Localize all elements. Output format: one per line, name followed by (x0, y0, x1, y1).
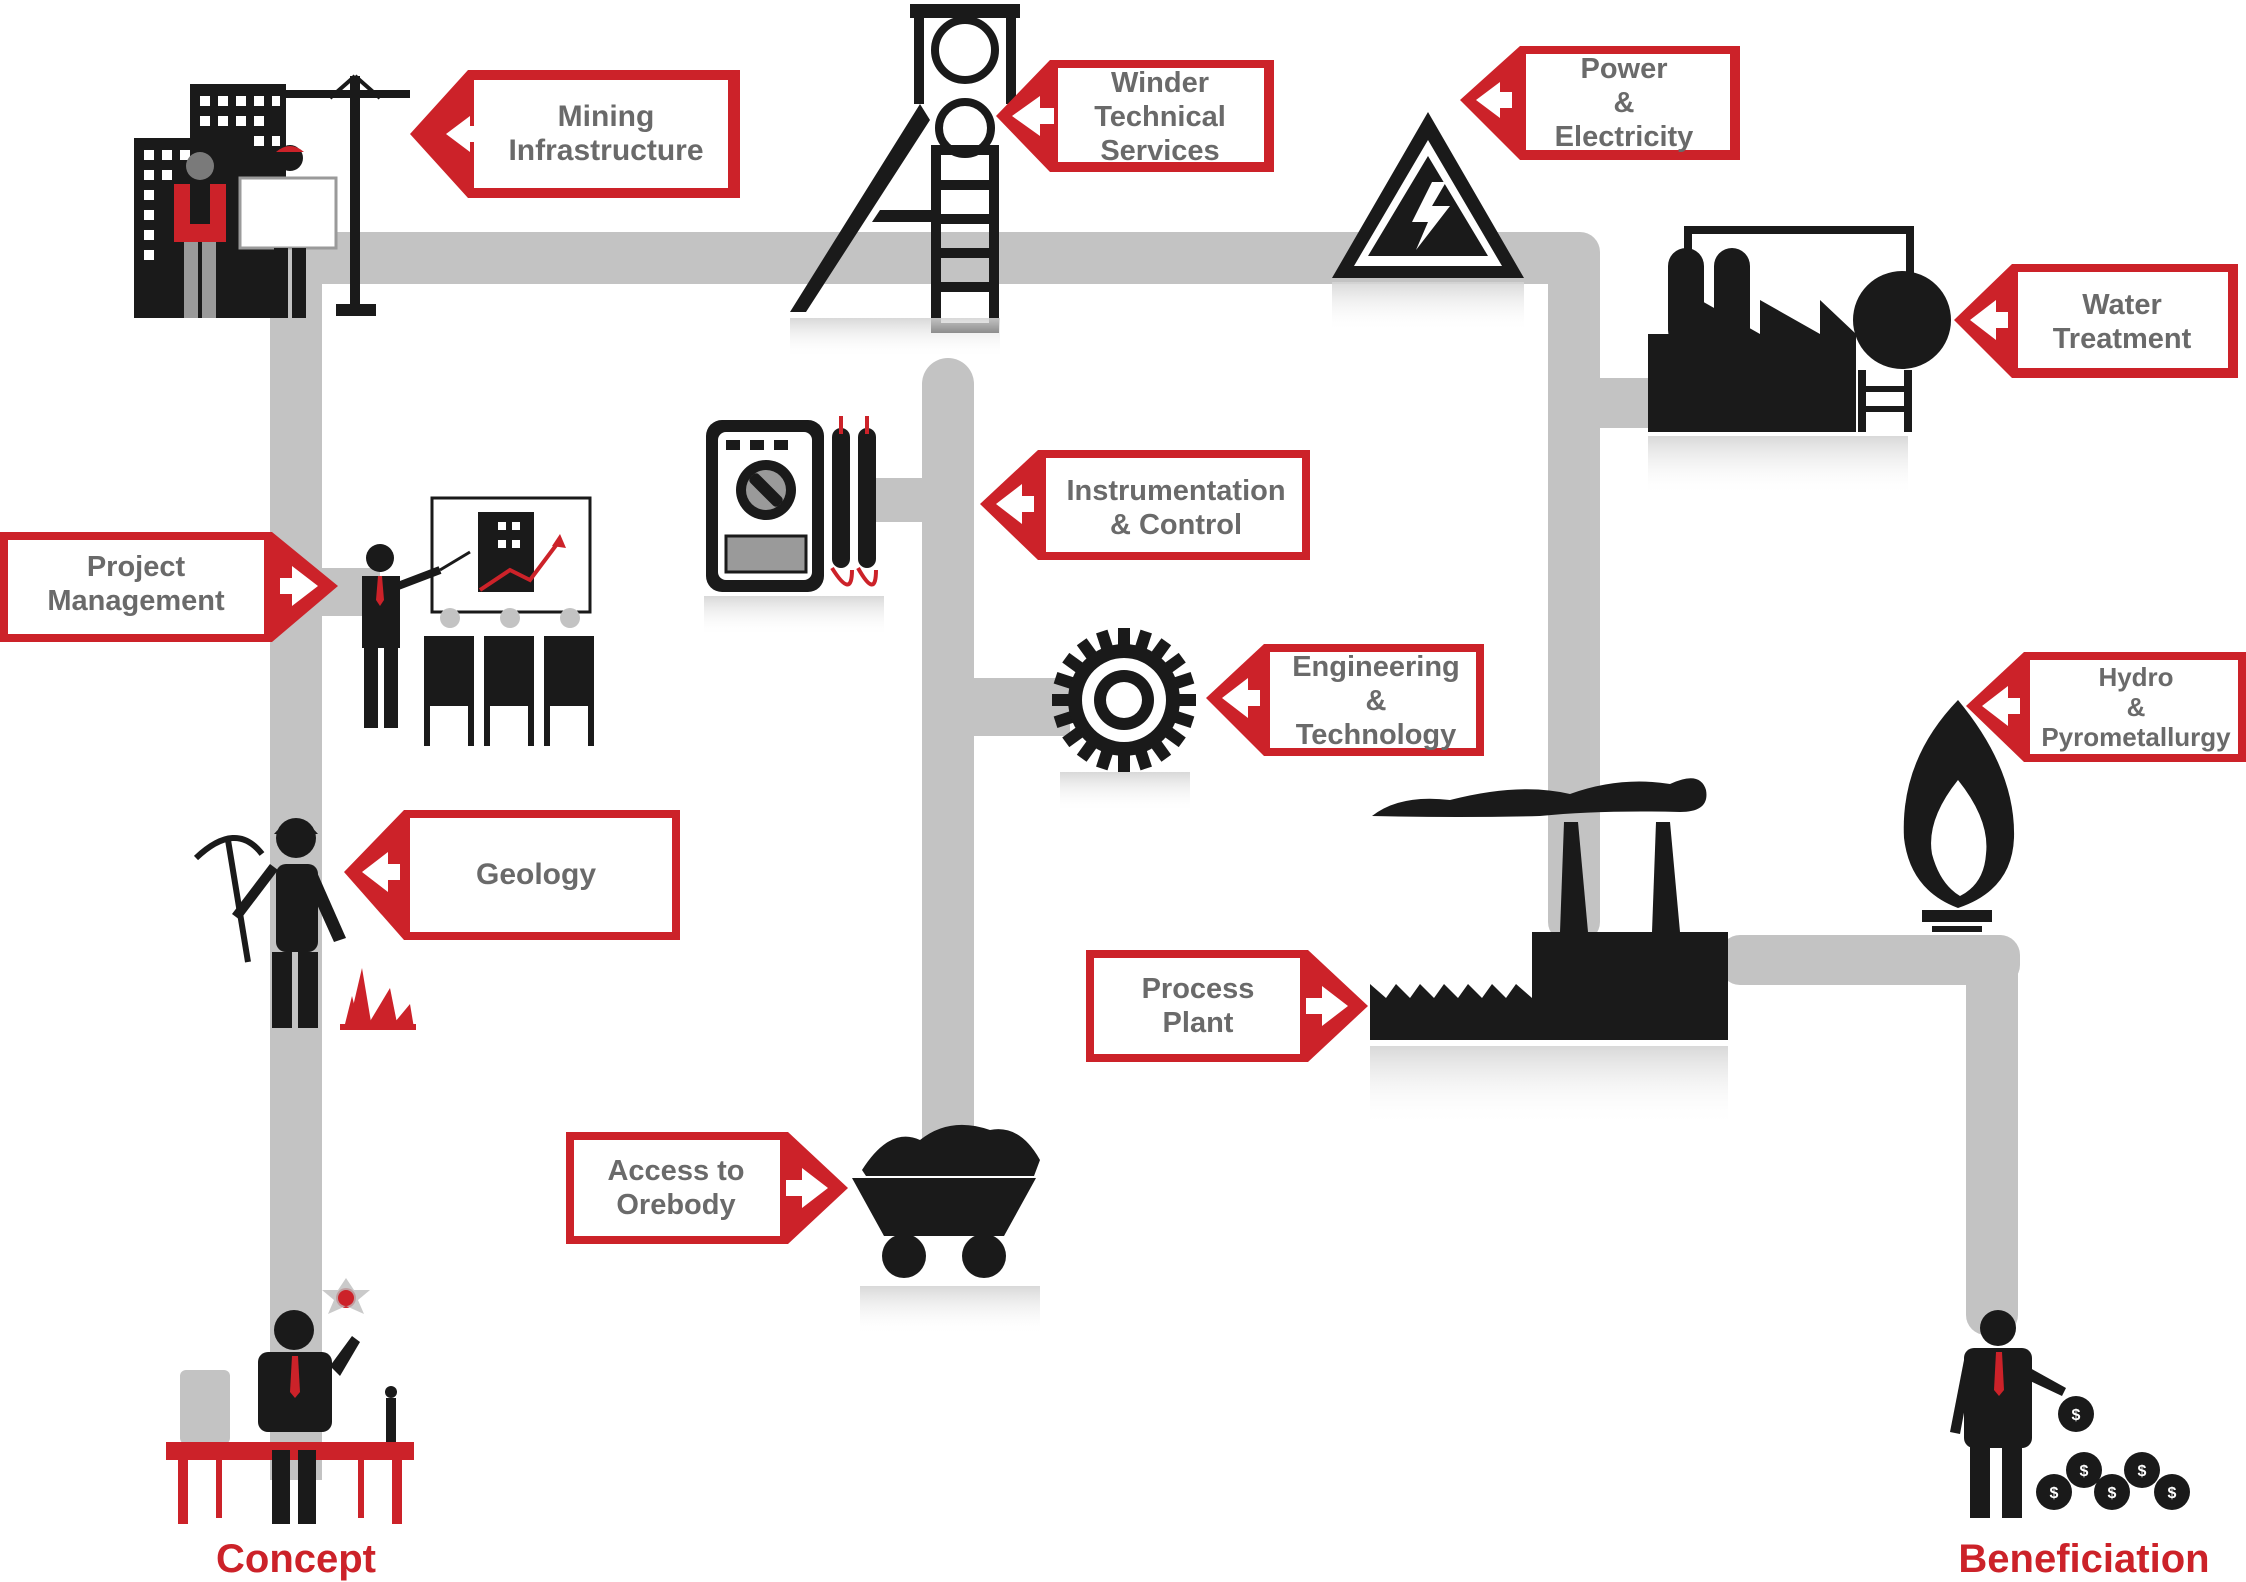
label-mining-infrastructure: Mining Infrastructure (410, 70, 740, 198)
svg-text:$: $ (2080, 1463, 2089, 1480)
svg-text:$: $ (2072, 1407, 2081, 1424)
label-text: & (1614, 87, 1635, 119)
headframe-winder-icon (790, 4, 1020, 333)
presenter-icon (362, 496, 594, 746)
label-text: Power (1580, 53, 1667, 85)
label-text: & Control (1110, 509, 1242, 541)
label-text: Treatment (2053, 323, 2192, 355)
gear-icon (1052, 628, 1196, 772)
geologist-icon (193, 818, 346, 1028)
water-treatment-plant-icon (1648, 226, 1951, 432)
label-text: Project (87, 551, 186, 583)
label-access-to-orebody: Access to Orebody (566, 1132, 848, 1244)
label-text: Technical (1094, 101, 1226, 133)
label-text: Instrumentation (1066, 475, 1285, 507)
label-power-electricity: Power & Electricity (1460, 46, 1740, 160)
label-text: & (1366, 685, 1387, 717)
label-text: Winder (1111, 67, 1209, 99)
label-text: Hydro (2098, 662, 2173, 692)
label-text: Mining (558, 100, 655, 133)
mine-cart-icon (852, 1124, 1040, 1278)
label-text: Geology (476, 858, 596, 891)
pipe-branch-gear (950, 678, 1070, 736)
svg-text:$: $ (2108, 1485, 2117, 1502)
process-plant-factory-icon (1370, 778, 1728, 1040)
svg-text:$: $ (2050, 1485, 2059, 1502)
red-crystal-icon (340, 968, 416, 1030)
pipe-plant-to-flame (1720, 935, 2020, 985)
label-hydro-pyrometallurgy: Hydro & Pyrometallurgy (1966, 652, 2246, 762)
multimeter-reflection (704, 596, 884, 636)
pipe-branch-instrument (870, 478, 950, 522)
gear-reflection (1060, 772, 1190, 812)
headframe-reflection (790, 318, 1000, 358)
start-label-concept: Concept (216, 1537, 376, 1581)
label-text: Electricity (1555, 121, 1694, 153)
label-project-management: Project Management (0, 532, 338, 642)
label-text: Technology (1296, 719, 1457, 751)
money-bags (2036, 1396, 2190, 1510)
label-engineering-technology: Engineering & Technology (1206, 644, 1484, 756)
label-geology: Geology (344, 810, 680, 940)
label-text: Infrastructure (508, 134, 703, 167)
flame-icon (1903, 700, 2015, 932)
label-winder-technical-services: Winder Technical Services (996, 60, 1274, 172)
process-plant-reflection (1370, 1046, 1728, 1126)
end-label-beneficiation: Beneficiation (1958, 1537, 2209, 1581)
water-plant-reflection (1648, 436, 1908, 496)
label-instrumentation-control: Instrumentation & Control (980, 450, 1310, 560)
label-text: Engineering (1292, 651, 1460, 683)
label-text: Water (2082, 289, 2162, 321)
label-text: Pyrometallurgy (2041, 722, 2231, 752)
label-text: & (2127, 692, 2146, 722)
high-voltage-warning-icon (1332, 112, 1524, 278)
svg-text:$: $ (2168, 1485, 2177, 1502)
mining-infrastructure-icon (134, 74, 410, 318)
svg-text:$: $ (2138, 1463, 2147, 1480)
multimeter-icon (706, 416, 878, 592)
label-water-treatment: Water Treatment (1954, 264, 2238, 378)
pipe-middle-vertical (922, 358, 974, 1168)
label-process-plant: Process Plant (1086, 950, 1368, 1062)
warning-reflection (1332, 282, 1524, 332)
pipe-right-down (1966, 935, 2018, 1335)
money-bags-businessman-icon: $ $ $ $ $ $ (1950, 1310, 2190, 1518)
label-text: Plant (1163, 1007, 1234, 1039)
mine-cart-reflection (860, 1286, 1040, 1336)
label-text: Services (1100, 135, 1219, 167)
label-text: Orebody (616, 1189, 735, 1221)
concept-businessman-icon (166, 1278, 414, 1524)
label-text: Management (47, 585, 225, 617)
label-text: Process (1142, 973, 1255, 1005)
label-text: Access to (607, 1155, 744, 1187)
